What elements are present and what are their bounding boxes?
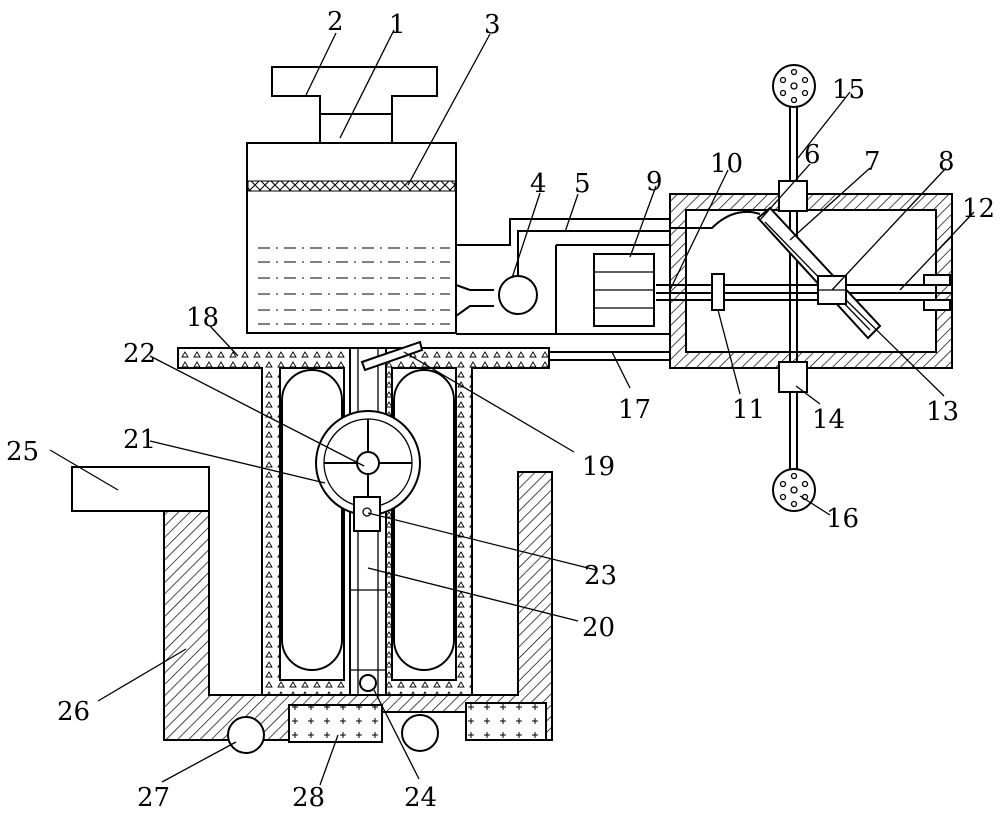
vertical-shaft [778, 92, 808, 488]
liquid-lines [258, 247, 450, 325]
rotary-housing [656, 193, 953, 369]
label-1: 1 [389, 10, 406, 40]
label-7: 7 [864, 147, 881, 177]
filter-layer [247, 180, 456, 192]
label-9: 9 [646, 167, 663, 197]
wheel-left [227, 716, 265, 754]
weight-block-left [288, 704, 383, 743]
label-28: 28 [292, 783, 325, 813]
label-25: 25 [6, 437, 39, 467]
label-13: 13 [926, 397, 959, 427]
inclined-sleeve [756, 206, 882, 340]
bottom-nozzle [772, 468, 816, 512]
label-3: 3 [484, 10, 501, 40]
label-5: 5 [574, 169, 591, 199]
label-17: 17 [618, 395, 651, 425]
label-11: 11 [732, 395, 765, 425]
label-14: 14 [812, 405, 845, 435]
motor [593, 253, 655, 327]
label-26: 26 [57, 697, 90, 727]
handle-lever [360, 340, 424, 372]
tank-assembly [246, 66, 494, 334]
tank-body [246, 142, 457, 334]
label-23: 23 [584, 561, 617, 591]
label-27: 27 [137, 783, 170, 813]
label-18: 18 [186, 303, 219, 333]
collection-tray [71, 466, 553, 754]
weight-block-right [465, 702, 547, 741]
tank-outlet [455, 284, 494, 317]
label-20: 20 [582, 613, 615, 643]
label-2: 2 [327, 7, 344, 37]
wheel-right [401, 714, 439, 752]
label-4: 4 [530, 169, 547, 199]
bottom-roller [359, 674, 377, 692]
label-21: 21 [123, 425, 156, 455]
tank-cap [271, 66, 438, 115]
label-6: 6 [804, 140, 821, 170]
part-labels: 1 2 3 4 5 6 7 8 9 10 11 12 13 14 15 16 1… [6, 7, 995, 813]
label-12: 12 [962, 194, 995, 224]
outlet-spout [71, 466, 210, 512]
tank-neck [319, 114, 393, 143]
slider-block [353, 496, 381, 532]
label-10: 10 [710, 149, 743, 179]
label-8: 8 [938, 147, 955, 177]
pipe [549, 351, 670, 361]
label-16: 16 [826, 504, 859, 534]
top-nozzle [772, 64, 816, 108]
delivery-hose [670, 210, 761, 229]
label-19: 19 [582, 452, 615, 482]
pump [498, 275, 538, 315]
label-22: 22 [123, 339, 156, 369]
label-15: 15 [832, 75, 865, 105]
label-24: 24 [404, 783, 437, 813]
coupling [711, 273, 725, 311]
leader-lines [49, 29, 975, 786]
pump-housing [456, 218, 670, 335]
